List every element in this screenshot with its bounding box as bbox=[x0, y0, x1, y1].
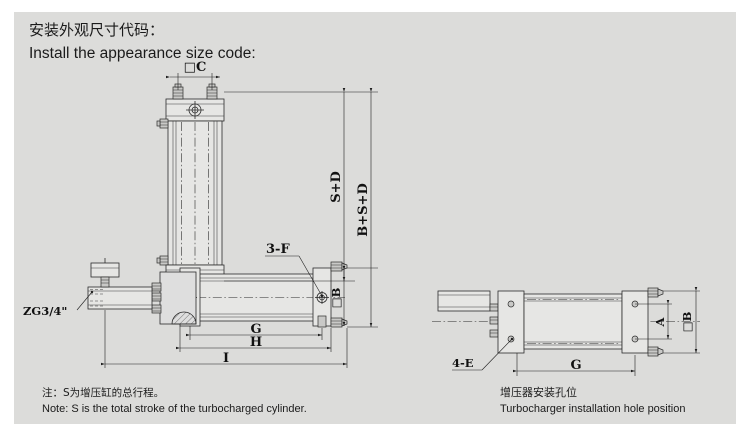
horizontal-cylinder-assembly bbox=[87, 258, 348, 328]
dim-label-g-main: G bbox=[250, 322, 261, 337]
right-view-barrel bbox=[523, 293, 623, 350]
rear-mount-lug bbox=[317, 315, 327, 328]
right-view-inlet-tube bbox=[437, 290, 491, 312]
dim-label-h-main: H bbox=[250, 335, 262, 350]
right-view-rear-flange bbox=[621, 290, 649, 354]
vertical-cylinder-side-fitting-upper bbox=[156, 118, 169, 129]
heading-title-cn: 安装外观尺寸代码： bbox=[29, 21, 164, 39]
main-view-dimensions: □C S+D B+S+D □B 3-F ZG3/4" bbox=[23, 60, 378, 368]
dim-label-i-main: I bbox=[223, 351, 229, 366]
note-text-en: Note: S is the total stroke of the turbo… bbox=[42, 403, 307, 415]
rear-port-fitting-top bbox=[330, 261, 348, 272]
dim-label-square-c: □C bbox=[184, 60, 207, 75]
dim-label-four-e: 4-E bbox=[452, 356, 474, 370]
booster-hatched-boss bbox=[171, 311, 197, 325]
mount-hole-front-top bbox=[507, 300, 515, 308]
right-view-assembly: 4-E A □B G bbox=[432, 286, 700, 376]
dim-label-s-plus-d: S+D bbox=[329, 171, 344, 203]
inlet-filter-cap bbox=[90, 258, 120, 288]
vertical-cylinder-side-fitting-lower bbox=[156, 255, 169, 266]
right-view-caption-cn: 增压器安装孔位 bbox=[500, 385, 577, 399]
right-view-front-flange bbox=[497, 290, 525, 354]
heading-title-en: Install the appearance size code: bbox=[29, 45, 256, 62]
rear-port-fitting-bottom bbox=[330, 317, 348, 328]
dim-label-square-b-main: □B bbox=[329, 287, 343, 308]
air-inlet-tube bbox=[87, 286, 153, 310]
right-view-rear-fitting-bottom bbox=[647, 346, 664, 357]
right-view-caption-en: Turbocharger installation hole position bbox=[500, 403, 685, 415]
right-view-rear-fitting-top bbox=[647, 287, 664, 298]
right-view-port-stack bbox=[489, 303, 499, 338]
note-text-cn: 注：S为增压缸的总行程。 bbox=[42, 386, 164, 399]
dim-label-three-f: 3-F bbox=[266, 242, 290, 257]
dim-label-b-plus-s-plus-d: B+S+D bbox=[356, 183, 371, 236]
vertical-cylinder-assembly bbox=[156, 83, 225, 282]
dim-label-zg-port: ZG3/4" bbox=[23, 304, 67, 318]
dim-label-square-b-right: □B bbox=[680, 311, 694, 332]
dim-label-g-right: G bbox=[570, 358, 581, 373]
drawing-canvas-background bbox=[14, 12, 736, 424]
left-port-stack bbox=[151, 282, 162, 314]
dim-label-a-right: A bbox=[653, 316, 667, 327]
mount-hole-front-bottom bbox=[507, 335, 515, 343]
